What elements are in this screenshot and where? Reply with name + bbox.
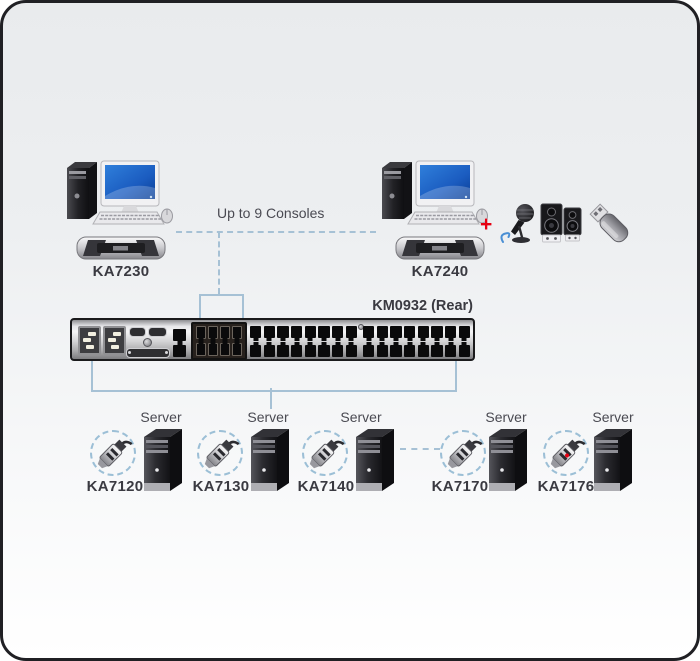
adapter-model-label: KA7140 xyxy=(297,478,355,495)
pc-workstation-icon xyxy=(67,160,173,225)
server-tower-icon xyxy=(251,429,289,491)
server-tower-icon xyxy=(489,429,527,491)
console-model-label: KA7240 xyxy=(411,263,469,280)
kvm-adapter-icon xyxy=(309,439,345,469)
console-dashed-drop xyxy=(218,232,220,294)
adapter-model-label: KA7176 xyxy=(537,478,595,495)
modem-port-icon xyxy=(173,329,187,357)
adapter-circle xyxy=(543,430,589,476)
consoles-note-label: Up to 9 Consoles xyxy=(217,205,325,221)
plus-sign: + xyxy=(480,213,493,236)
port-icon xyxy=(148,327,167,337)
server-label: Server xyxy=(485,409,527,425)
console-bracket xyxy=(199,294,244,320)
port-icon xyxy=(129,327,146,337)
omitted-servers-dashes xyxy=(400,448,440,450)
console-module-icon xyxy=(76,236,166,260)
pc-workstation-icon xyxy=(382,160,488,225)
serial-port-icon xyxy=(126,348,170,358)
kvm-port-group xyxy=(250,326,357,357)
server-label: Server xyxy=(592,409,634,425)
server-label: Server xyxy=(340,409,382,425)
kvm-adapter-icon xyxy=(204,439,240,469)
kvm-switch-rear-panel xyxy=(70,318,475,361)
server-label: Server xyxy=(140,409,182,425)
screw-icon xyxy=(143,338,152,347)
kvm-port-group xyxy=(363,326,470,357)
adapter-model-label: KA7170 xyxy=(431,478,489,495)
server-bracket-drop xyxy=(270,388,272,409)
console-model-label: KA7230 xyxy=(92,263,150,280)
console-dashed-link xyxy=(176,231,376,233)
adapter-circle xyxy=(90,430,136,476)
server-tower-icon xyxy=(594,429,632,491)
server-bracket xyxy=(91,361,457,392)
switch-model-label: KM0932 (Rear) xyxy=(372,298,473,314)
server-tower-icon xyxy=(144,429,182,491)
console-module-icon xyxy=(395,236,485,260)
adapter-circle xyxy=(302,430,348,476)
power-inlet-icon xyxy=(103,326,126,355)
adapter-led xyxy=(565,453,570,458)
server-label: Server xyxy=(247,409,289,425)
console-ports-block xyxy=(191,322,247,360)
adapter-model-label: KA7130 xyxy=(192,478,250,495)
adapter-model-label: KA7120 xyxy=(86,478,144,495)
kvm-adapter-icon xyxy=(447,439,483,469)
power-inlet-icon xyxy=(78,326,101,355)
server-tower-icon xyxy=(356,429,394,491)
adapter-circle xyxy=(440,430,486,476)
microphone-icon xyxy=(500,204,534,243)
adapter-circle xyxy=(197,430,243,476)
kvm-adapter-icon xyxy=(97,439,133,469)
kvm-adapter-icon xyxy=(550,439,586,469)
usb-flash-drive-icon xyxy=(589,203,629,243)
speakers-icon xyxy=(540,203,582,243)
